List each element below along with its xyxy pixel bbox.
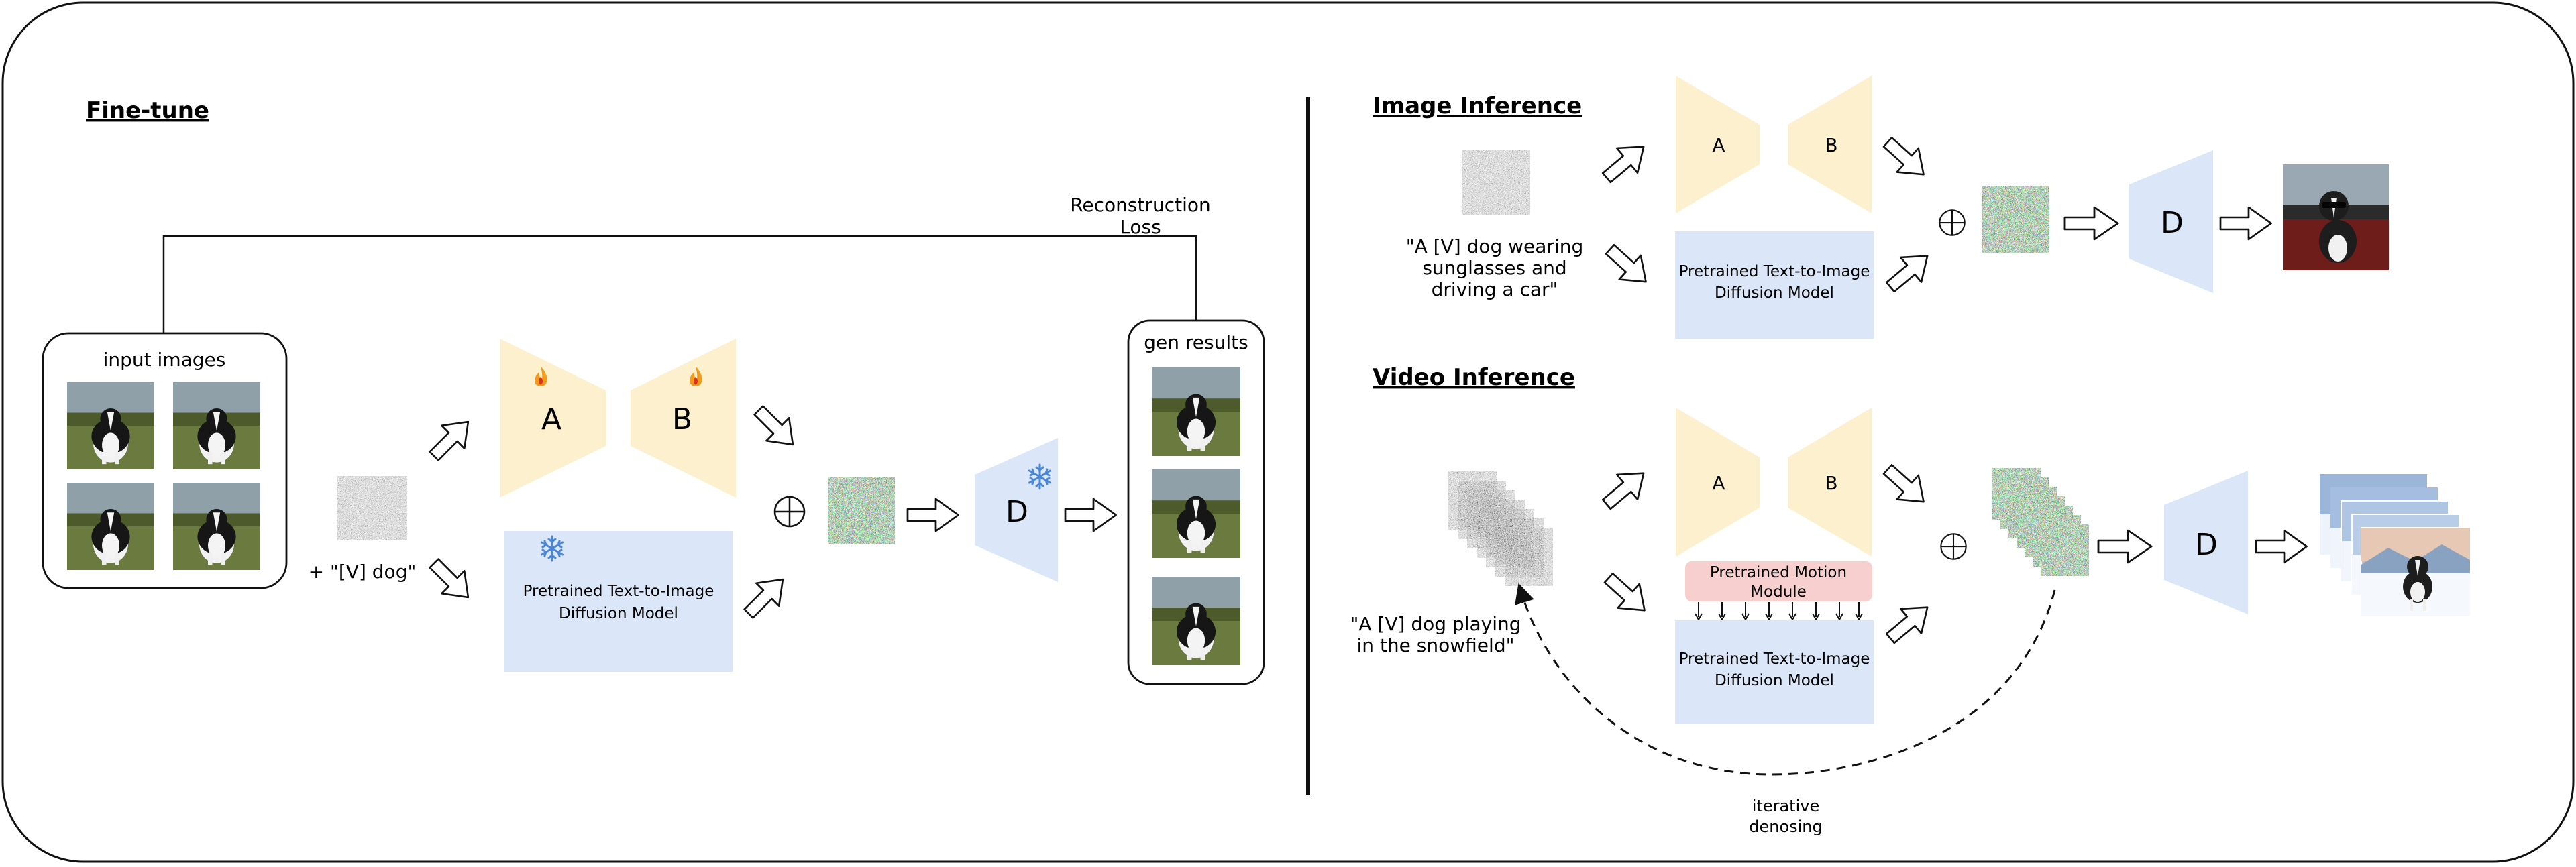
video-diffusion-model [1675, 620, 1874, 724]
input-image-2 [173, 382, 260, 469]
motion-module [1685, 561, 1872, 601]
adapter-b-label: B [672, 402, 692, 437]
input-images-label: input images [103, 349, 226, 371]
image-prompt-line-2: sunglasses and [1422, 257, 1566, 279]
video-decoder [2164, 471, 2248, 614]
input-image-4 [173, 483, 260, 570]
adapter-a [500, 339, 606, 498]
video-prompt-line-1: "A [V] dog playing [1350, 613, 1521, 635]
gen-result-3 [1152, 577, 1240, 665]
video-output-frames [2320, 474, 2471, 617]
video-inference-title: Video Inference [1373, 364, 1575, 391]
direct-sum-icon [1939, 209, 1966, 236]
image-adapter-b-label: B [1825, 134, 1837, 156]
video-decoder-label: D [2195, 528, 2218, 562]
video-adapter-a [1676, 408, 1760, 557]
motion-injection-arrows [1695, 602, 1863, 622]
loop-label-2: denosing [1749, 817, 1823, 836]
image-prompt-line-3: driving a car" [1432, 278, 1558, 300]
direct-sum-icon [773, 496, 806, 528]
input-image-3 [67, 483, 154, 570]
video-adapter-a-label: A [1712, 472, 1725, 494]
loop-label-1: iterative [1752, 797, 1819, 815]
latent-output [828, 477, 895, 544]
decoder [975, 438, 1058, 582]
finetune-title: Fine-tune [86, 97, 209, 124]
image-latent-output [1982, 186, 2049, 253]
diffusion-model-label-1: Pretrained Text-to-Image [523, 583, 714, 600]
video-adapter-b-label: B [1825, 472, 1837, 494]
image-adapter-a [1676, 76, 1760, 213]
image-output [2283, 164, 2389, 270]
image-decoder-label: D [2161, 206, 2184, 240]
image-diffusion-model [1675, 231, 1874, 339]
image-adapter-a-label: A [1712, 134, 1725, 156]
image-adapter-b [1788, 76, 1872, 213]
noise-latent [337, 476, 407, 540]
motion-module-label-1: Pretrained Motion [1710, 564, 1847, 581]
gen-result-2 [1152, 469, 1240, 558]
recon-loss-label-2: Loss [1120, 216, 1161, 238]
image-diffusion-label-1: Pretrained Text-to-Image [1679, 263, 1870, 280]
iterative-denoising-loop [1515, 583, 2056, 776]
gen-results-label: gen results [1144, 331, 1248, 353]
diffusion-model-label-2: Diffusion Model [559, 605, 678, 622]
image-noise-latent [1462, 150, 1530, 215]
video-diffusion-label-1: Pretrained Text-to-Image [1679, 650, 1870, 668]
image-prompt-line-1: "A [V] dog wearing [1406, 235, 1584, 257]
diffusion-model [504, 531, 733, 672]
finetune-prompt: + "[V] dog" [309, 561, 417, 583]
direct-sum-icon [1940, 533, 1967, 560]
motion-module-label-2: Module [1750, 583, 1807, 601]
gen-result-1 [1152, 367, 1240, 456]
video-adapter-b [1788, 408, 1872, 557]
recon-loss-label-1: Reconstruction [1070, 194, 1211, 216]
image-inference-title: Image Inference [1373, 93, 1582, 119]
input-image-1 [67, 382, 154, 469]
adapter-a-label: A [541, 402, 561, 437]
image-decoder [2129, 150, 2213, 293]
adapter-b [631, 339, 736, 498]
decoder-label: D [1006, 495, 1028, 529]
video-prompt-line-2: in the snowfield" [1357, 634, 1515, 656]
image-diffusion-label-2: Diffusion Model [1715, 284, 1834, 302]
video-latent-stack [1992, 467, 2090, 577]
reconstruction-loss-line [162, 235, 1197, 339]
video-diffusion-label-2: Diffusion Model [1715, 672, 1834, 689]
